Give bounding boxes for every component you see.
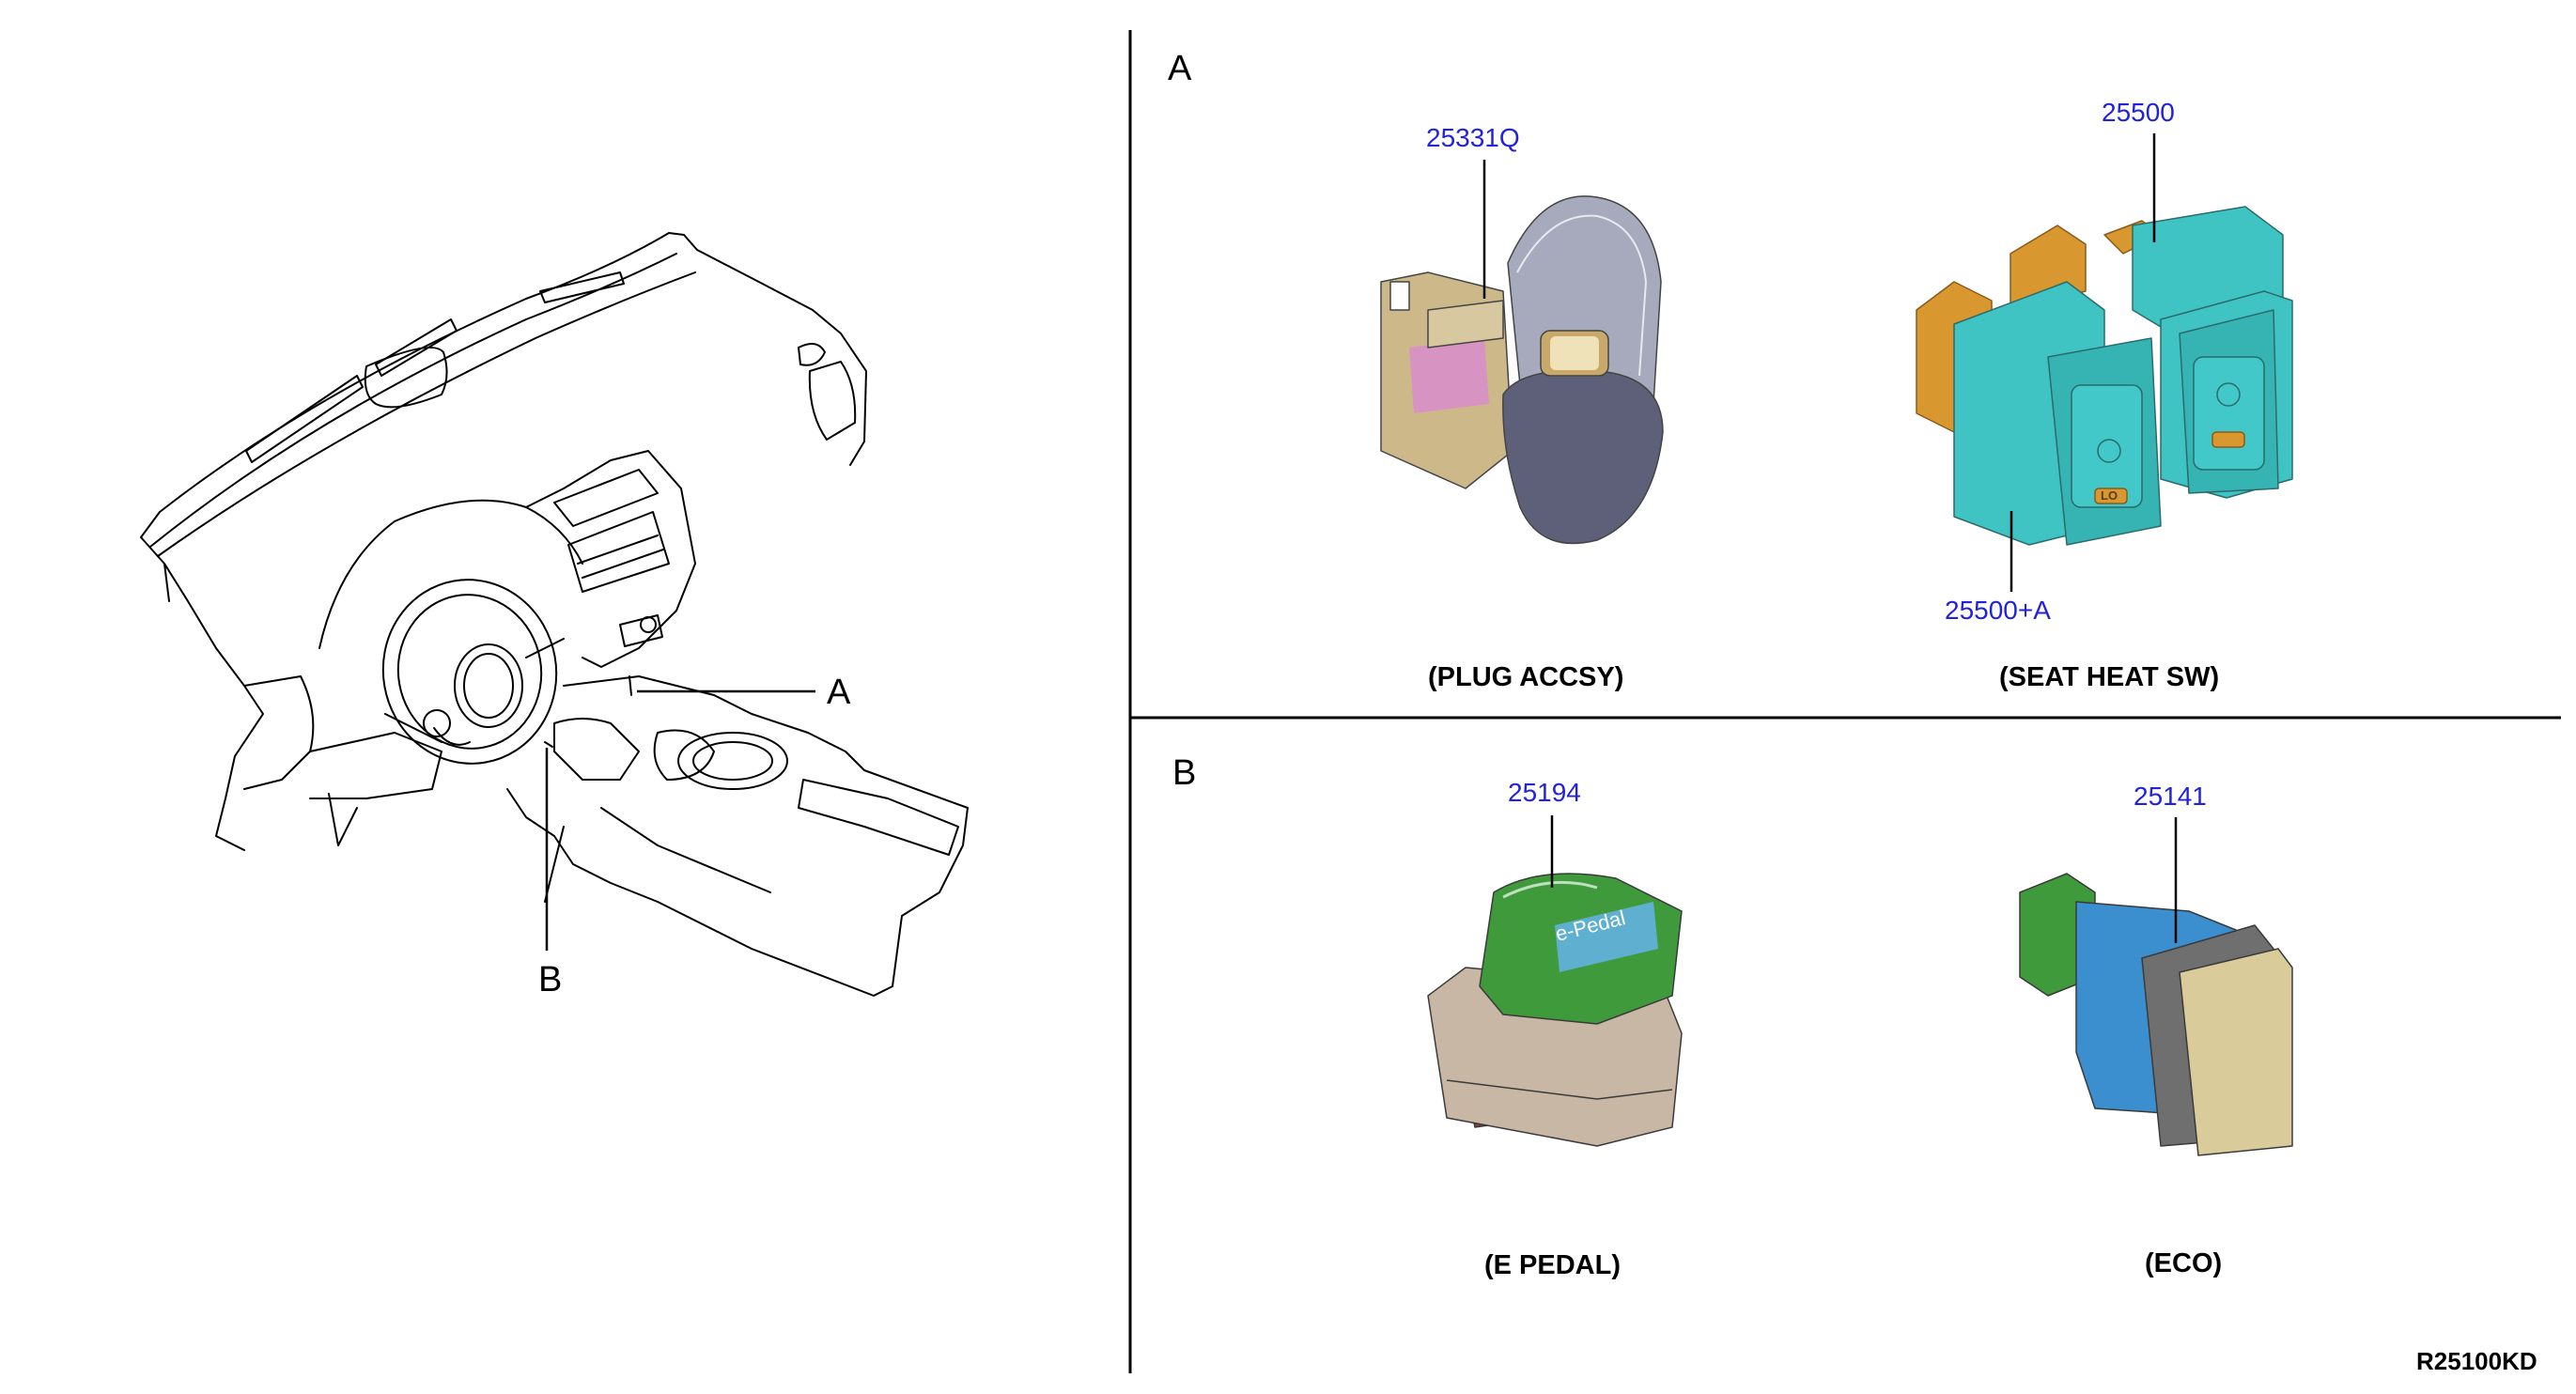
callout-a-label: A <box>827 673 851 712</box>
seat-heat-lo-text: LO <box>2101 488 2118 503</box>
part-leaders <box>1482 133 2178 943</box>
dashboard-overview-drawing <box>140 232 969 997</box>
caption-plug-accsy: (PLUG ACCSY) <box>1428 662 1624 692</box>
part-number-25141: 25141 <box>2134 782 2207 811</box>
panel-dividers <box>1128 30 2561 1373</box>
caption-eco: (ECO) <box>2145 1248 2223 1278</box>
seat-heat-switch-part <box>1916 206 2293 546</box>
part-number-25331q: 25331Q <box>1426 123 1520 152</box>
caption-seat-heat-sw: (SEAT HEAT SW) <box>1999 662 2220 692</box>
drawing-reference-code: R25100KD <box>2416 1347 2537 1375</box>
part-number-25500-a: 25500+A <box>1945 596 2051 625</box>
section-b-letter: B <box>1172 753 1197 793</box>
part-number-25194: 25194 <box>1508 778 1581 807</box>
callout-b-label: B <box>538 960 563 999</box>
eco-switch-part <box>2019 873 2293 1156</box>
part-number-25500: 25500 <box>2102 98 2175 127</box>
plug-accessory-part <box>1380 195 1664 545</box>
section-a-letter: A <box>1168 49 1192 88</box>
overview-leaders <box>545 689 815 951</box>
epedal-switch-part <box>1427 873 1683 1147</box>
caption-e-pedal: (E PEDAL) <box>1484 1250 1621 1280</box>
